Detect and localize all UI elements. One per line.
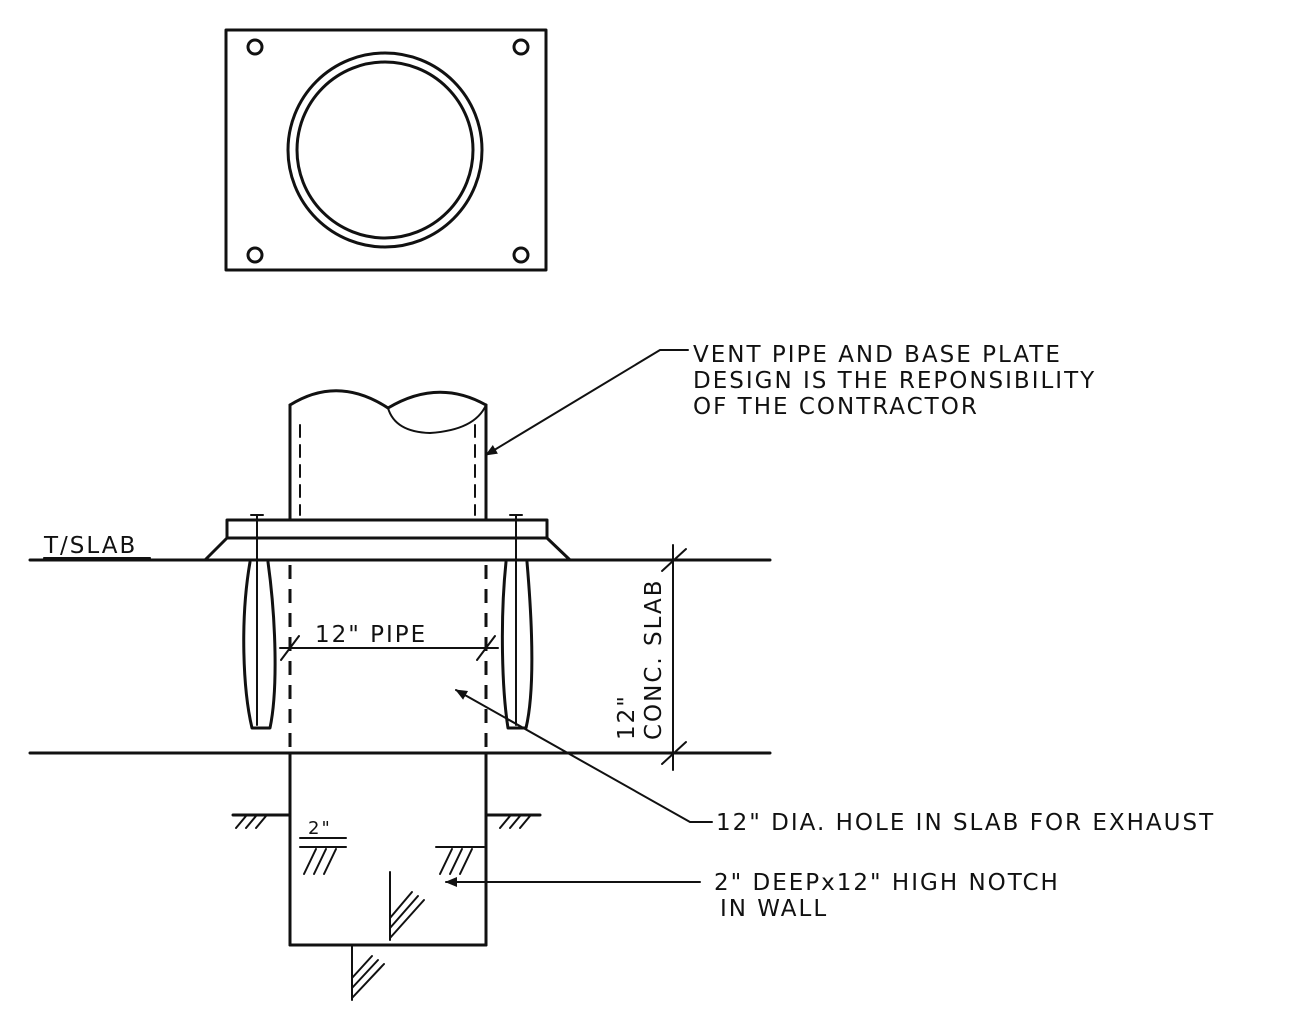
vent-note-line-3: OF THE CONTRACTOR — [693, 394, 979, 420]
anchor-sleeve-left — [242, 560, 277, 730]
bolt-hole-top-right — [512, 38, 530, 56]
bolt-hole-top-left — [246, 38, 264, 56]
pipe-inner-circle — [295, 60, 475, 240]
earth-hatch-left — [231, 813, 292, 829]
anchor-sleeve-right — [500, 560, 534, 730]
notch-note-line-1: 2" DEEPx12" HIGH NOTCH — [714, 870, 1060, 896]
section-view — [28, 389, 772, 1001]
slab-dim-label-1: 12" — [614, 694, 640, 740]
base-plate-plan-view — [224, 28, 548, 272]
hole-note-leader — [455, 689, 713, 823]
notch-hatch-center — [389, 871, 425, 941]
earth-hatch-right — [484, 813, 542, 829]
vent-note-leader — [485, 349, 689, 456]
pipe-outer-circle — [286, 51, 484, 249]
vent-pipe-break-line — [288, 389, 488, 410]
slab-dim-tick-top — [661, 548, 687, 572]
bolt-hole-bottom-right — [512, 246, 530, 264]
notch-hatch-left — [299, 846, 347, 875]
bolt-hole-bottom-left — [246, 246, 264, 264]
top-of-slab-label: T/SLAB — [43, 533, 137, 559]
vent-note-line-2: DESIGN IS THE REPONSIBILITY — [693, 368, 1096, 394]
pipe-dim-tick-left — [280, 635, 300, 661]
notch-note-line-2: IN WALL — [720, 896, 828, 922]
base-plate-outline — [224, 28, 548, 272]
notch-hatch-right — [435, 846, 485, 875]
hole-note-label: 12" DIA. HOLE IN SLAB FOR EXHAUST — [716, 810, 1215, 836]
footing-hatch — [351, 944, 385, 1001]
base-plate-section — [225, 518, 549, 540]
slab-dim-label-2: CONC. SLAB — [641, 578, 667, 740]
vent-pipe-break-back — [387, 404, 487, 435]
slab-dim-tick-bottom — [661, 741, 687, 765]
notch-dim-label: 2" — [308, 818, 332, 839]
pipe-dim-tick-right — [476, 635, 496, 661]
vent-note-line-1: VENT PIPE AND BASE PLATE — [693, 342, 1062, 368]
pipe-dim-label: 12" PIPE — [315, 622, 427, 648]
